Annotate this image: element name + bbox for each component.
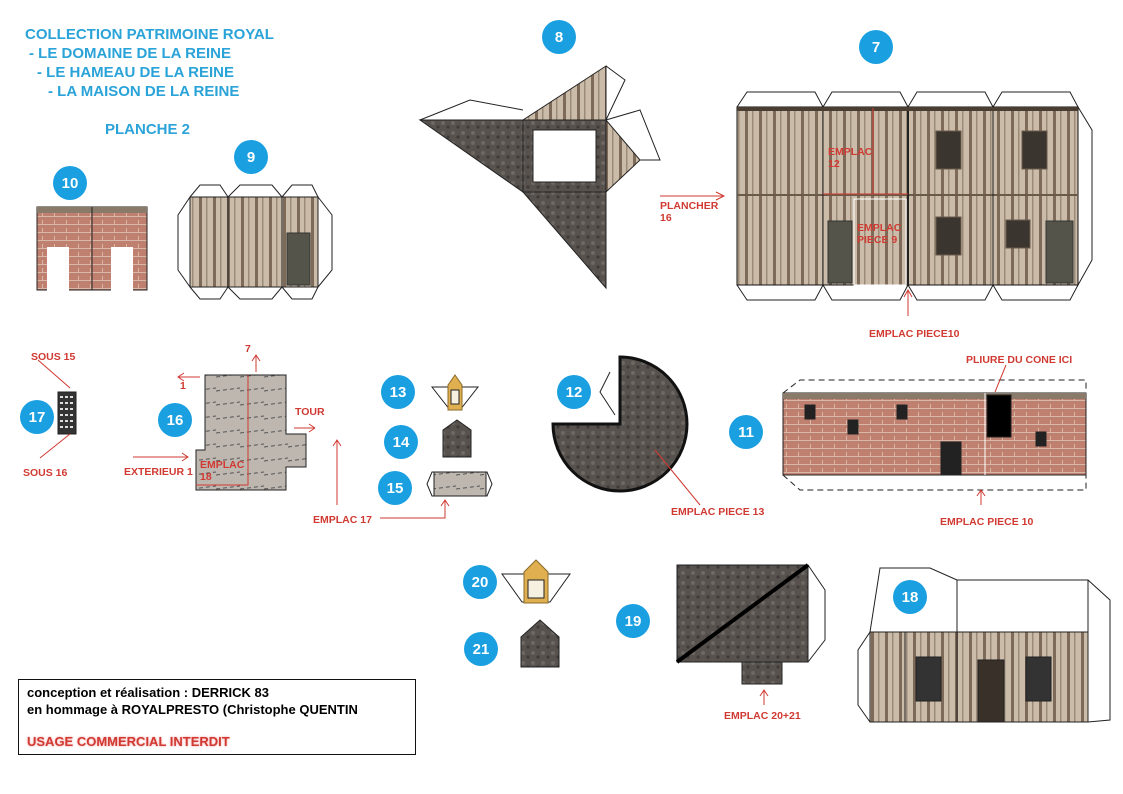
piece-15 bbox=[426, 471, 493, 497]
piece-number-badge: 7 bbox=[859, 30, 893, 64]
piece-18 bbox=[857, 567, 1111, 723]
piece-19 bbox=[675, 563, 826, 705]
piece-number-badge: 21 bbox=[464, 632, 498, 666]
emplac-piece-10-label: EMPLAC PIECE 10 bbox=[940, 516, 1034, 528]
piece-7 bbox=[660, 91, 1093, 316]
sous-15-label: SOUS 15 bbox=[31, 351, 76, 363]
emplac-piece-13-label: EMPLAC PIECE 13 bbox=[671, 506, 765, 518]
piece-number-badge: 13 bbox=[381, 375, 415, 409]
piece-number-badge: 19 bbox=[616, 604, 650, 638]
piece-20 bbox=[501, 559, 571, 604]
sheet-label: PLANCHE 2 bbox=[105, 121, 191, 138]
tour-label: TOUR bbox=[295, 406, 325, 418]
piece-number-badge: 15 bbox=[378, 471, 412, 505]
emplac-piece10-label: EMPLAC PIECE10 bbox=[869, 328, 960, 340]
piece-14 bbox=[442, 419, 472, 458]
piece-16 bbox=[133, 354, 450, 519]
piece-number-badge: 17 bbox=[20, 400, 54, 434]
exterieur-label: EXTERIEUR 1 bbox=[124, 466, 193, 478]
piece-number-badge: 8 bbox=[542, 20, 576, 54]
subtitle-line: - LA MAISON DE LA REINE bbox=[48, 83, 240, 100]
credits-tribute: en hommage à ROYALPRESTO (Christophe QUE… bbox=[27, 702, 358, 717]
credits-box: conception et réalisation : DERRICK 83 e… bbox=[18, 679, 416, 755]
emplac-17-label: EMPLAC 17 bbox=[313, 514, 372, 526]
pliure-label: PLIURE DU CONE ICI bbox=[966, 354, 1073, 366]
piece-12 bbox=[551, 355, 701, 506]
piece-number-badge: 9 bbox=[234, 140, 268, 174]
piece-10 bbox=[36, 206, 148, 291]
piece-21 bbox=[520, 619, 560, 668]
piece-8 bbox=[418, 65, 661, 290]
collection-title: COLLECTION PATRIMOINE ROYAL bbox=[25, 26, 274, 43]
piece-number-badge: 12 bbox=[557, 375, 591, 409]
subtitle-line: - LE HAMEAU DE LA REINE bbox=[37, 64, 234, 81]
arrow-1-label: 1 bbox=[180, 380, 186, 392]
arrow-7-label: 7 bbox=[245, 343, 251, 355]
emplac-20-21-label: EMPLAC 20+21 bbox=[724, 710, 801, 722]
piece-number-badge: 14 bbox=[384, 425, 418, 459]
subtitle-line: - LE DOMAINE DE LA REINE bbox=[29, 45, 231, 62]
piece-13 bbox=[430, 374, 480, 411]
piece-17 bbox=[37, 359, 77, 459]
piece-number-badge: 11 bbox=[729, 415, 763, 449]
credits-author: conception et réalisation : DERRICK 83 bbox=[27, 685, 269, 700]
piece-number-badge: 16 bbox=[158, 403, 192, 437]
piece-11 bbox=[782, 364, 1087, 505]
piece-number-badge: 20 bbox=[463, 565, 497, 599]
piece-number-badge: 10 bbox=[53, 166, 87, 200]
piece-number-badge: 18 bbox=[893, 580, 927, 614]
piece-9 bbox=[177, 184, 333, 300]
sous-16-label: SOUS 16 bbox=[23, 467, 68, 479]
commercial-use-warning: USAGE COMMERCIAL INTERDIT bbox=[27, 734, 230, 749]
